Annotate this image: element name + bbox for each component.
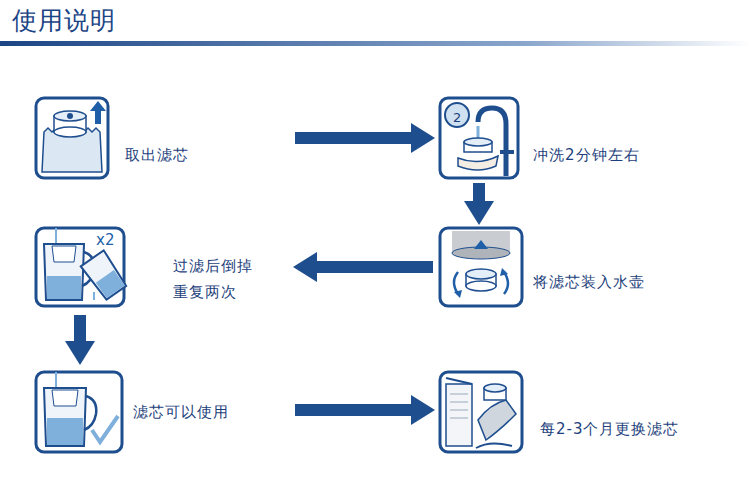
replace-icon-part [446, 378, 472, 384]
step-box: 每2-3个月更换滤芯 [436, 366, 736, 458]
step-box: 冲洗2分钟左右 [436, 92, 736, 180]
icon-label: 2 [453, 110, 461, 126]
filter-bag-icon-part [54, 111, 86, 121]
pitcher-insert-icon-part [504, 272, 508, 294]
pour-twice-icon-part [44, 244, 84, 300]
icon-label: x2 [96, 232, 114, 248]
pitcher-insert-icon-part [474, 240, 488, 249]
faucet-icon-part [500, 150, 514, 154]
label-holder: x2 [96, 230, 114, 249]
step-box: 滤芯可以使用 [30, 366, 292, 458]
pour-twice-icon [44, 228, 128, 301]
page-title: 使用说明 [12, 6, 116, 36]
title-bar [0, 41, 750, 46]
step-label: 冲洗2分钟左右 [533, 142, 640, 168]
title-holder: 使用说明 [12, 6, 116, 36]
filter-bag-icon-part [42, 128, 102, 172]
step-label: 滤芯可以使用 [133, 399, 229, 425]
pitcher-insert-icon-part [466, 269, 496, 279]
pour-twice-icon-part [52, 246, 76, 262]
icon-frame-part [440, 372, 522, 452]
flow-arrow [74, 315, 86, 341]
flow-arrow [295, 404, 411, 416]
faucet-icon [445, 103, 514, 176]
ready-pitcher-icon-part [52, 390, 78, 406]
replace-icon-part [484, 384, 506, 392]
step-label: 取出滤芯 [125, 142, 189, 168]
pour-twice-icon-part [55, 228, 57, 244]
ready-pitcher-icon [44, 372, 118, 446]
icon-frame-part [440, 228, 522, 306]
filter-bag-icon-part [90, 101, 106, 124]
filter-bag-icon [42, 101, 106, 172]
filter-bag-icon-part [67, 113, 73, 119]
faucet-icon-part [458, 156, 498, 170]
replace-icon-part [478, 400, 516, 440]
flow-arrow [317, 261, 433, 273]
pour-twice-icon-part [96, 270, 125, 298]
pour-twice-icon-part [93, 292, 95, 300]
pitcher-insert-icon-part [500, 268, 508, 276]
icon-frame-part [36, 98, 108, 178]
step-label: 每2-3个月更换滤芯 [540, 416, 680, 442]
ready-pitcher-icon-part [55, 372, 57, 388]
icon-frame [36, 98, 522, 452]
icon-frame-part [440, 98, 518, 178]
pitcher-insert-icon [452, 231, 510, 298]
step-box: 将滤芯装入水壶 [436, 226, 736, 310]
faucet-icon-part [464, 138, 492, 146]
ready-pitcher-icon-part [84, 396, 96, 430]
title-bar-part [0, 41, 750, 46]
filter-bag-icon-part [54, 127, 86, 137]
ready-pitcher-icon-part [92, 416, 118, 442]
label-holder: 2 [453, 107, 461, 126]
replace-icon [446, 378, 516, 448]
replace-icon-part [476, 443, 512, 448]
replace-icon-part [450, 394, 468, 418]
faucet-icon-part [477, 126, 480, 138]
flow-arrow [295, 132, 411, 144]
icon-frame-part [36, 372, 122, 452]
ready-pitcher-icon-part [44, 388, 86, 446]
flow-arrow [473, 183, 485, 201]
step-box: 取出滤芯 [30, 92, 292, 180]
pitcher-insert-icon-part [454, 272, 458, 294]
ready-pitcher-icon-part [47, 418, 83, 445]
step-box: 过滤后倒掉 重复两次 [30, 222, 292, 312]
pitcher-insert-icon-part [454, 290, 462, 298]
pour-twice-icon-part [47, 276, 81, 299]
step-label: 过滤后倒掉 重复两次 [173, 253, 257, 305]
pour-twice-icon-part [81, 250, 128, 300]
pitcher-insert-icon-part [466, 281, 496, 291]
step-label: 将滤芯装入水壶 [533, 269, 645, 295]
faucet-icon-part [445, 103, 469, 127]
pour-twice-icon-part [81, 250, 128, 300]
replace-icon-part [446, 384, 472, 446]
